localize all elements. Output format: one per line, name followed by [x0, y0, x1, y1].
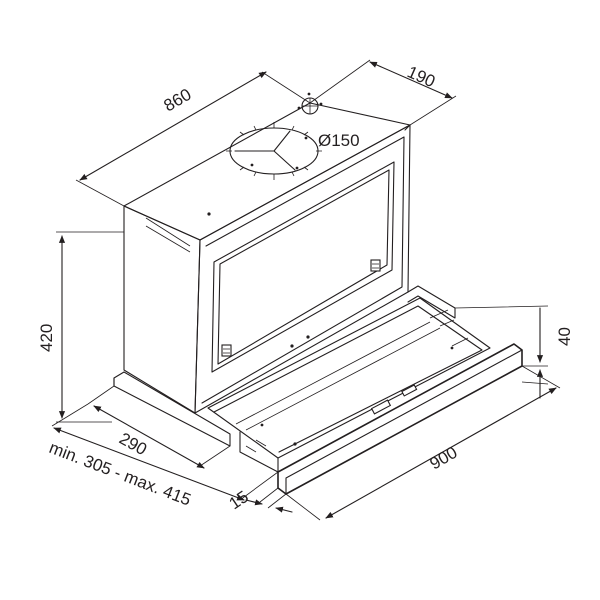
- base-structure: [113, 285, 523, 495]
- dim-range-line: [53, 427, 245, 501]
- duct-radius-line: [234, 130, 296, 171]
- dim-15-line: [245, 499, 263, 506]
- dim-190-line: [369, 61, 453, 99]
- filter-clip-top-icon: [370, 259, 381, 272]
- dim-900-line: [325, 387, 557, 519]
- filter-panel: [207, 161, 395, 373]
- filter-panel-outline: [211, 161, 395, 373]
- dim-15-label: 15: [226, 487, 252, 513]
- hood-corner-edge: [145, 217, 191, 253]
- hood-front-inner-frame: [201, 136, 405, 404]
- front-panel: [277, 343, 523, 495]
- filter-clip-bottom-icon: [221, 344, 232, 357]
- dim-860-label: 860: [161, 85, 195, 116]
- filter-panel-inner: [217, 169, 390, 365]
- dim-900-label: 900: [427, 443, 461, 474]
- dim-290-line: [93, 405, 205, 469]
- hood-left-face: [123, 205, 201, 414]
- drawer-rail: [239, 431, 279, 473]
- dimension-lines: [51, 59, 561, 521]
- dim-420-label: 420: [37, 324, 56, 352]
- dim-range-label: min. 305 - max. 415: [47, 438, 194, 510]
- right-base-block: [407, 285, 456, 319]
- dim-860-line: [79, 71, 267, 181]
- dim-290-label: 290: [116, 429, 150, 459]
- hood-right-edge: [404, 124, 411, 131]
- dim-diameter-label: Ø150: [318, 131, 360, 150]
- drawer-tray: [207, 297, 491, 459]
- dim-40-label: 40: [555, 327, 574, 346]
- duct-outlet: [226, 92, 323, 180]
- hood-top-face: [123, 102, 411, 241]
- dim-190-label: 190: [404, 62, 438, 91]
